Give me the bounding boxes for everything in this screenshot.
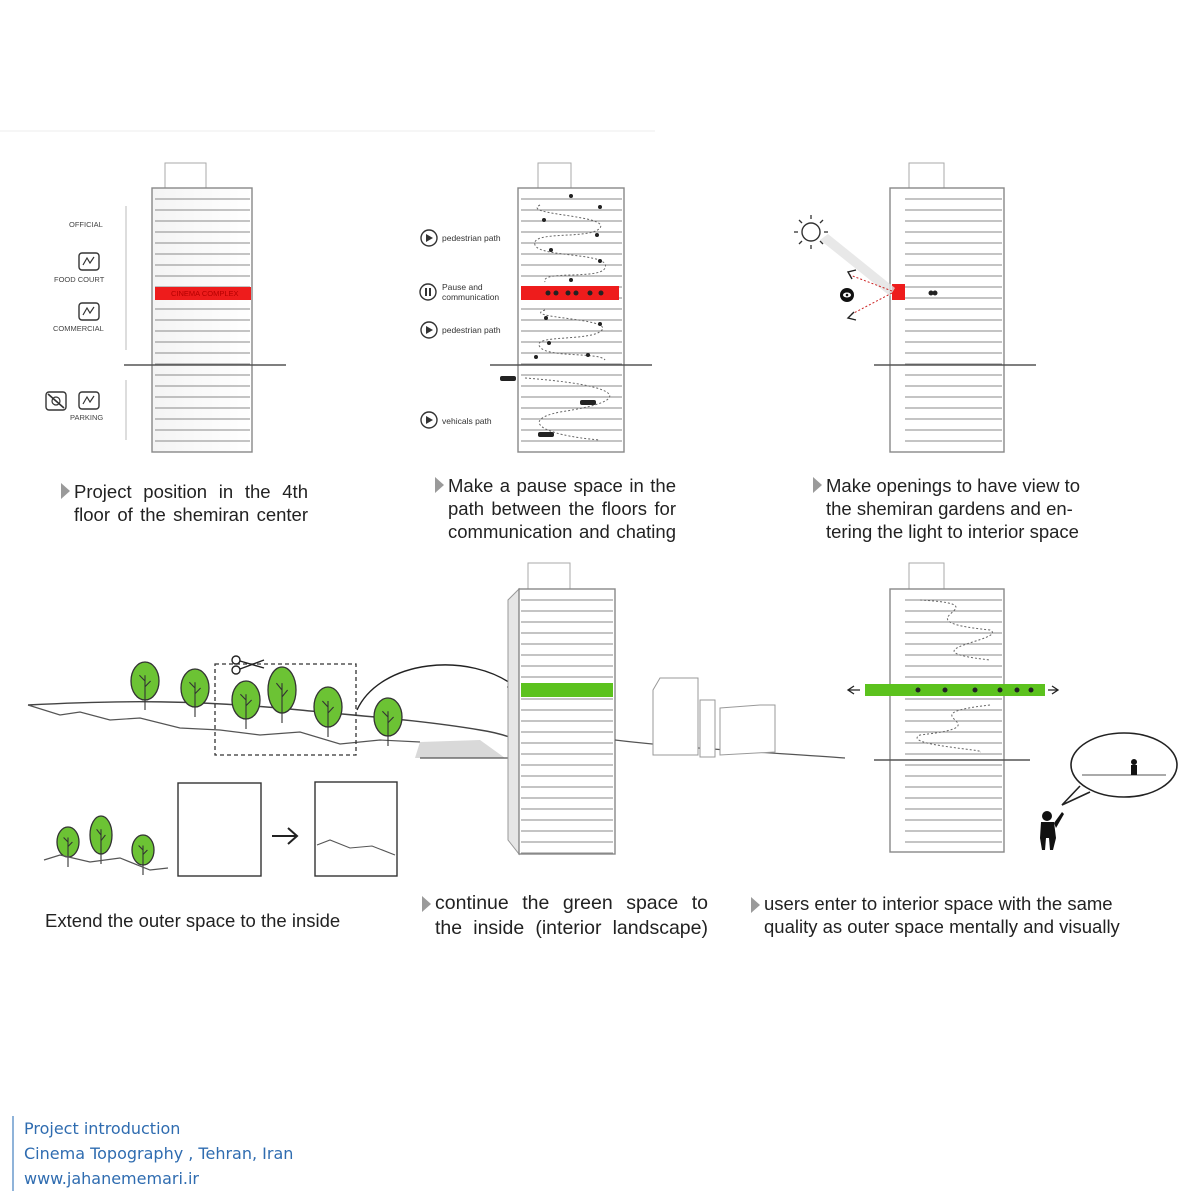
pause-icon bbox=[419, 283, 437, 301]
cinema-complex-floor bbox=[155, 287, 251, 300]
eye-icon bbox=[840, 288, 854, 302]
transfer-arrow bbox=[356, 664, 517, 711]
footer-title: Project introduction bbox=[24, 1119, 181, 1138]
tree-icon bbox=[89, 815, 113, 864]
person-icon bbox=[1040, 811, 1064, 850]
tree-icon bbox=[131, 834, 155, 875]
green-band bbox=[865, 684, 1045, 696]
tree-icon bbox=[231, 680, 261, 729]
caption-panel-2: Make a pause space in the path between t… bbox=[435, 474, 676, 543]
legend-pause-communication: Pause and communication bbox=[442, 282, 500, 302]
no-parking-icon bbox=[45, 391, 67, 411]
commercial-icon bbox=[78, 302, 100, 321]
legend-pedestrian-path-2: pedestrian path bbox=[442, 325, 501, 335]
label-commercial: COMMERCIAL bbox=[53, 324, 104, 333]
panel-2-building bbox=[490, 162, 652, 453]
panel-5-building bbox=[507, 562, 846, 856]
play-icon bbox=[420, 229, 438, 247]
arrow-right-icon bbox=[272, 827, 299, 845]
green-floor bbox=[521, 683, 613, 697]
cut-selection-box bbox=[214, 663, 357, 756]
caption-panel-6: users enter to interior space with the s… bbox=[751, 892, 1144, 938]
legend-vehicals-path: vehicals path bbox=[442, 416, 492, 426]
caption-panel-1: Project position in the 4th floor of the… bbox=[61, 480, 308, 526]
footer: Project introduction Cinema Topography ,… bbox=[12, 1116, 293, 1191]
tree-icon bbox=[267, 666, 297, 723]
panel-1-building bbox=[45, 162, 286, 453]
panel-2-legend-icons bbox=[419, 229, 438, 429]
person-icon bbox=[1131, 759, 1137, 775]
tree-icon bbox=[313, 686, 343, 737]
label-cinema-complex: CINEMA COMPLEX bbox=[171, 289, 239, 298]
play-icon bbox=[420, 321, 438, 339]
tree-icon bbox=[180, 668, 210, 717]
tree-icon bbox=[56, 826, 80, 867]
footer-project: Cinema Topography , Tehran, Iran bbox=[24, 1144, 294, 1163]
caption-panel-4: Extend the outer space to the inside bbox=[45, 910, 341, 931]
footer-website: www.jahanememari.ir bbox=[24, 1169, 200, 1188]
tree-icon bbox=[130, 661, 160, 710]
legend-pedestrian-path-1: pedestrian path bbox=[442, 233, 501, 243]
label-official: OFFICIAL bbox=[69, 220, 103, 229]
play-icon bbox=[420, 411, 438, 429]
parking-icon bbox=[78, 391, 100, 410]
thought-bubble bbox=[1061, 732, 1178, 806]
label-food-court: FOOD COURT bbox=[54, 275, 105, 284]
empty-frame bbox=[177, 782, 262, 877]
panel-3-building bbox=[794, 162, 1036, 453]
label-parking: PARKING bbox=[70, 413, 104, 422]
caption-panel-3: Make openings to have view to the shemir… bbox=[813, 474, 1080, 543]
caption-panel-5: continue the green space to the inside (… bbox=[422, 891, 708, 941]
panel-6-building bbox=[846, 562, 1178, 853]
food-court-icon bbox=[78, 252, 100, 271]
sun-icon bbox=[794, 215, 828, 249]
filled-frame bbox=[314, 781, 398, 877]
tree-icon bbox=[373, 697, 403, 746]
scissors-icon bbox=[231, 655, 265, 675]
